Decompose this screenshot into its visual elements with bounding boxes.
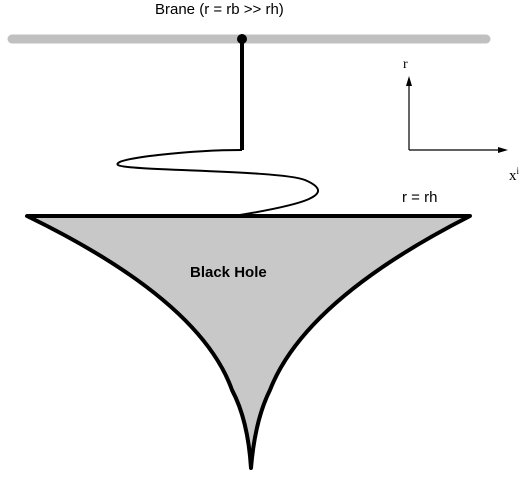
axis-x-label: xi — [509, 167, 519, 184]
black-hole-shape — [25, 214, 472, 470]
string-endpoint — [237, 34, 247, 44]
axis-x-label-sup: i — [516, 166, 520, 176]
axis-x-arrow — [498, 147, 508, 153]
string-wiggle — [116, 149, 320, 216]
brane-label: Brane (r = rb >> rh) — [155, 1, 284, 18]
axis-r-label: r — [403, 57, 408, 72]
axis-r-arrow — [406, 76, 412, 86]
axis-x-label-base: x — [509, 168, 517, 184]
horizon-label: r = rh — [402, 189, 438, 206]
black-hole-label: Black Hole — [190, 264, 267, 281]
